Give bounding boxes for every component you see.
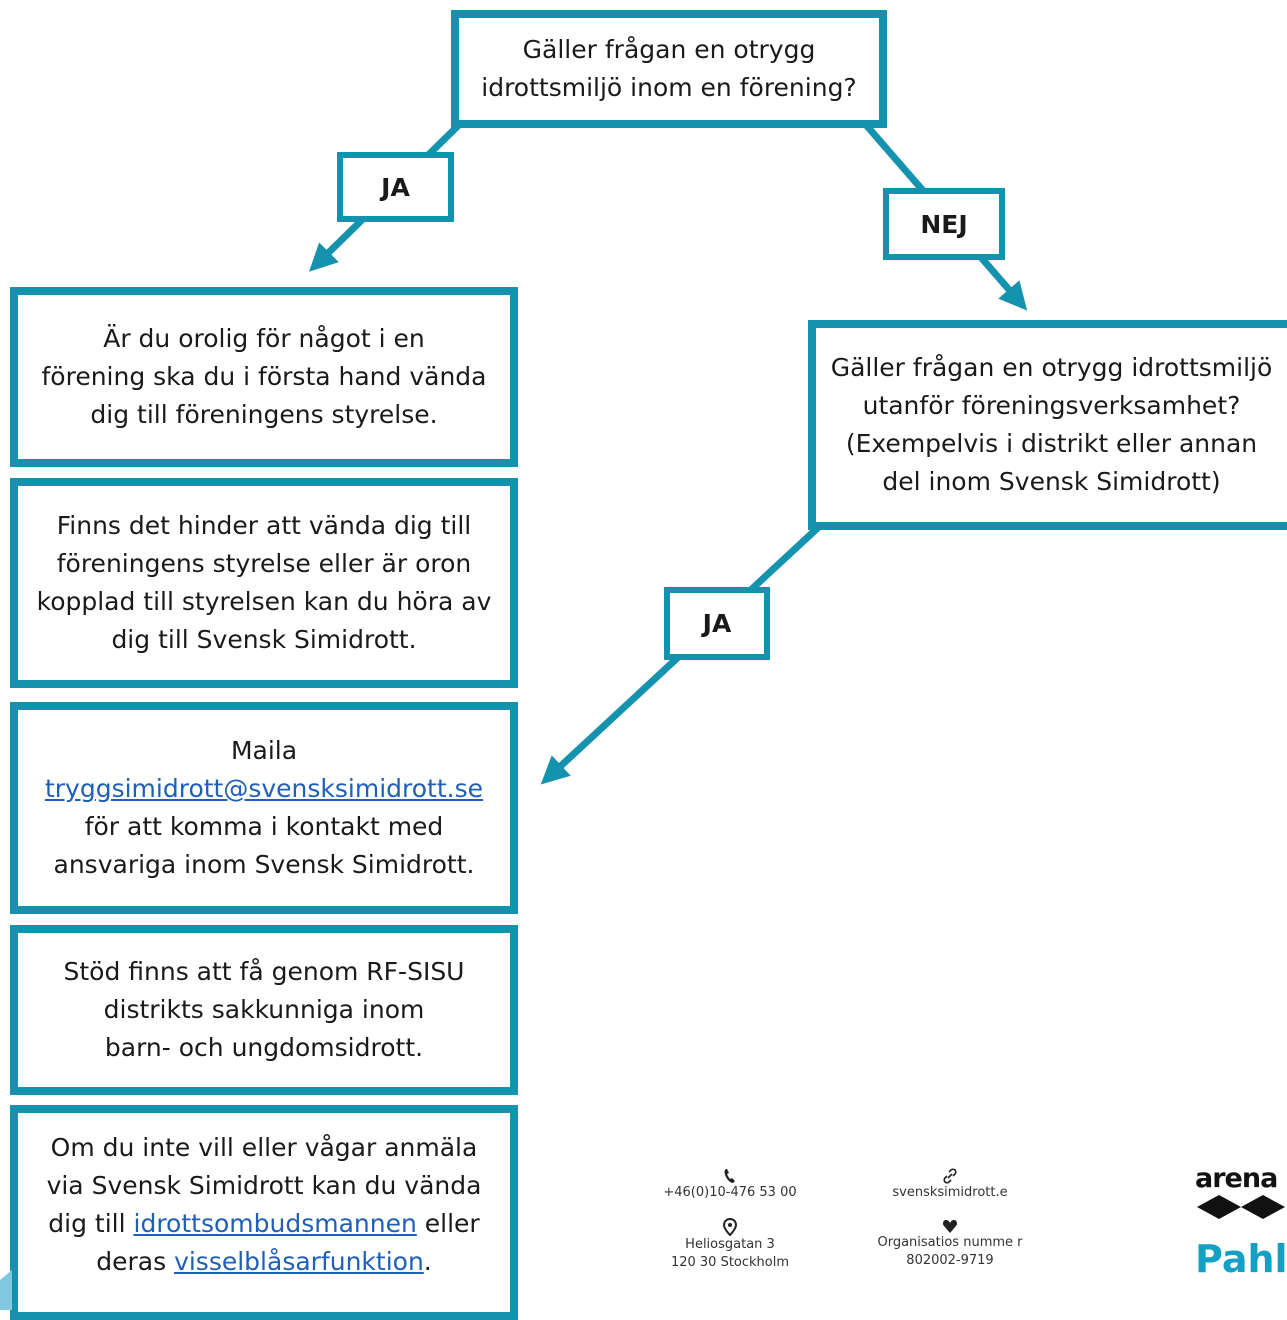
step-5-line-4: deras visselblåsarfunktion. [96, 1243, 432, 1281]
heart-icon [942, 1220, 958, 1233]
step-5-line-2: via Svensk Simidrott kan du vända [46, 1171, 482, 1200]
email-link[interactable]: tryggsimidrott@svensksimidrott.se [44, 774, 484, 803]
footer-org-label: Organisatios numme r [877, 1235, 1023, 1250]
footer-phone-text: +46(0)10-476 53 00 [663, 1185, 797, 1200]
step-3-line-1: Maila [230, 736, 298, 765]
step-3-line-4: ansvariga inom Svensk Simidrott. [53, 850, 475, 879]
step-3-box: Maila tryggsimidrott@svensksimidrott.se … [10, 702, 518, 914]
step-4-box: Stöd finns att få genom RF-SISU distrikt… [10, 925, 518, 1095]
step-1-line-1: Är du orolig för något i en [103, 324, 425, 353]
step-5-line-3-pre: dig till [48, 1209, 134, 1238]
footer-address: Heliosgatan 3 120 30 Stockholm [640, 1218, 820, 1272]
footer-website-text[interactable]: svensksimidrott.e [892, 1185, 1008, 1200]
whistleblower-link[interactable]: visselblåsarfunktion [174, 1247, 424, 1276]
top-question-line-2: idrottsmiljö inom en förening? [481, 73, 857, 102]
right-question-line-4: del inom Svensk Simidrott) [882, 467, 1221, 496]
step-5-line-4-pre: deras [96, 1247, 175, 1276]
step-1-line-3: dig till föreningens styrelse. [90, 400, 438, 429]
right-question-box: Gäller frågan en otrygg idrottsmiljö uta… [808, 320, 1287, 530]
step-1-box: Är du orolig för något i en förening ska… [10, 287, 518, 467]
corner-decoration [0, 1270, 12, 1310]
step-2-line-3: kopplad till styrelsen kan du höra av [36, 587, 492, 616]
nej-label-text: NEJ [920, 209, 968, 239]
step-2-box: Finns det hinder att vända dig till före… [10, 478, 518, 688]
location-pin-icon [723, 1218, 737, 1236]
step-5-line-3: dig till idrottsombudsmannen eller [48, 1205, 479, 1243]
right-question-line-3: (Exempelvis i distrikt eller annan [845, 429, 1258, 458]
ja-right-label-text: JA [702, 609, 732, 638]
phone-icon [724, 1169, 735, 1183]
footer-contact-column: +46(0)10-476 53 00 Heliosgatan 3 120 30 … [640, 1168, 820, 1288]
footer-phone: +46(0)10-476 53 00 [640, 1168, 820, 1202]
top-question-box: Gäller frågan en otrygg idrottsmiljö ino… [451, 10, 887, 128]
step-5-line-3-post: eller [416, 1209, 480, 1238]
ja-right-label: JA [664, 587, 770, 660]
footer-org-column: svensksimidrott.e Organisatios numme r 8… [860, 1168, 1040, 1286]
step-1-line-2: förening ska du i första hand vända [41, 362, 487, 391]
footer-org-number: 802002-9719 [906, 1253, 994, 1268]
step-4-line-2: distrikts sakkunniga inom [103, 995, 425, 1024]
pahle-logo: Pahlé [1195, 1237, 1287, 1281]
right-question-line-2: utanför föreningsverksamhet? [862, 391, 1241, 420]
step-2-line-1: Finns det hinder att vända dig till [56, 511, 472, 540]
sponsor-logos: arena Pahlé [1195, 1163, 1287, 1281]
top-question-line-1: Gäller frågan en otrygg [522, 35, 816, 64]
arena-logo-mark [1197, 1195, 1285, 1219]
step-5-line-4-post: . [423, 1247, 432, 1276]
nej-label: NEJ [883, 188, 1005, 260]
step-3-line-3: för att komma i kontakt med [84, 812, 444, 841]
step-4-line-3: barn- och ungdomsidrott. [104, 1033, 424, 1062]
step-5-line-1: Om du inte vill eller vågar anmäla [50, 1133, 478, 1162]
step-4-line-1: Stöd finns att få genom RF-SISU [63, 957, 465, 986]
ombudsman-link[interactable]: idrottsombudsmannen [133, 1209, 417, 1238]
footer-org: Organisatios numme r 802002-9719 [860, 1218, 1040, 1270]
link-icon [943, 1168, 957, 1184]
footer-address-line-2: 120 30 Stockholm [670, 1255, 790, 1270]
ja-left-label: JA [337, 152, 454, 222]
step-2-line-4: dig till Svensk Simidrott. [111, 625, 417, 654]
footer-address-line-1: Heliosgatan 3 [685, 1237, 775, 1252]
ja-left-label-text: JA [381, 172, 410, 202]
footer-website: svensksimidrott.e [860, 1168, 1040, 1202]
step-2-line-2: föreningens styrelse eller är oron [56, 549, 472, 578]
step-5-box: Om du inte vill eller vågar anmäla via S… [10, 1105, 518, 1320]
right-question-line-1: Gäller frågan en otrygg idrottsmiljö [830, 353, 1273, 382]
arena-logo-text: arena [1195, 1163, 1278, 1194]
